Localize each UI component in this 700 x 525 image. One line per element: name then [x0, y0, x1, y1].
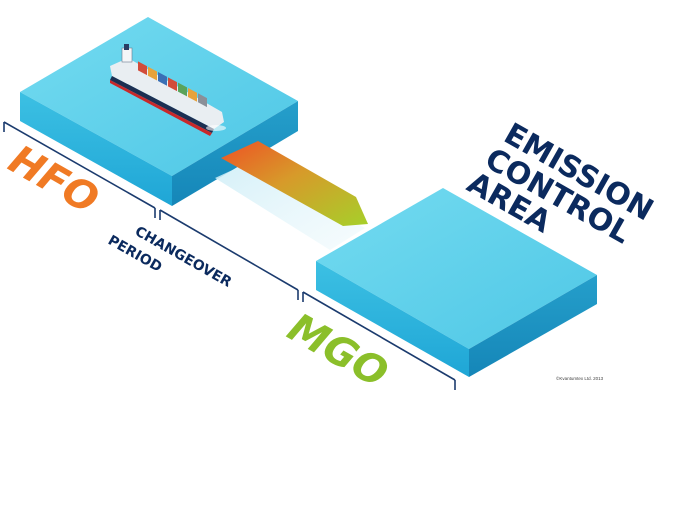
ship-bridge	[122, 48, 132, 62]
ship-wake	[206, 125, 226, 131]
copyright-text: ©Kvantumtex Ltd. 2013	[556, 375, 604, 381]
